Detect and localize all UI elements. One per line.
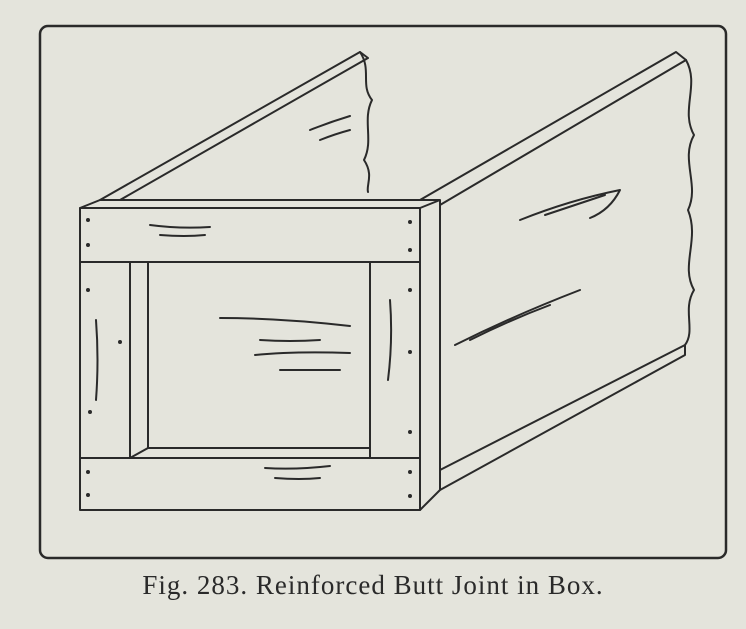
nail-dots <box>86 218 412 498</box>
right-stile <box>370 262 420 458</box>
left-stile <box>80 262 130 458</box>
top-rail <box>80 208 420 262</box>
figure-caption: Fig. 283. Reinforced Butt Joint in Box. <box>142 570 604 600</box>
front-end-frame <box>80 200 440 510</box>
bottom-rail <box>80 458 420 510</box>
back-side-board <box>100 52 372 200</box>
figure-frame <box>40 26 726 558</box>
right-side-panel <box>420 52 694 490</box>
